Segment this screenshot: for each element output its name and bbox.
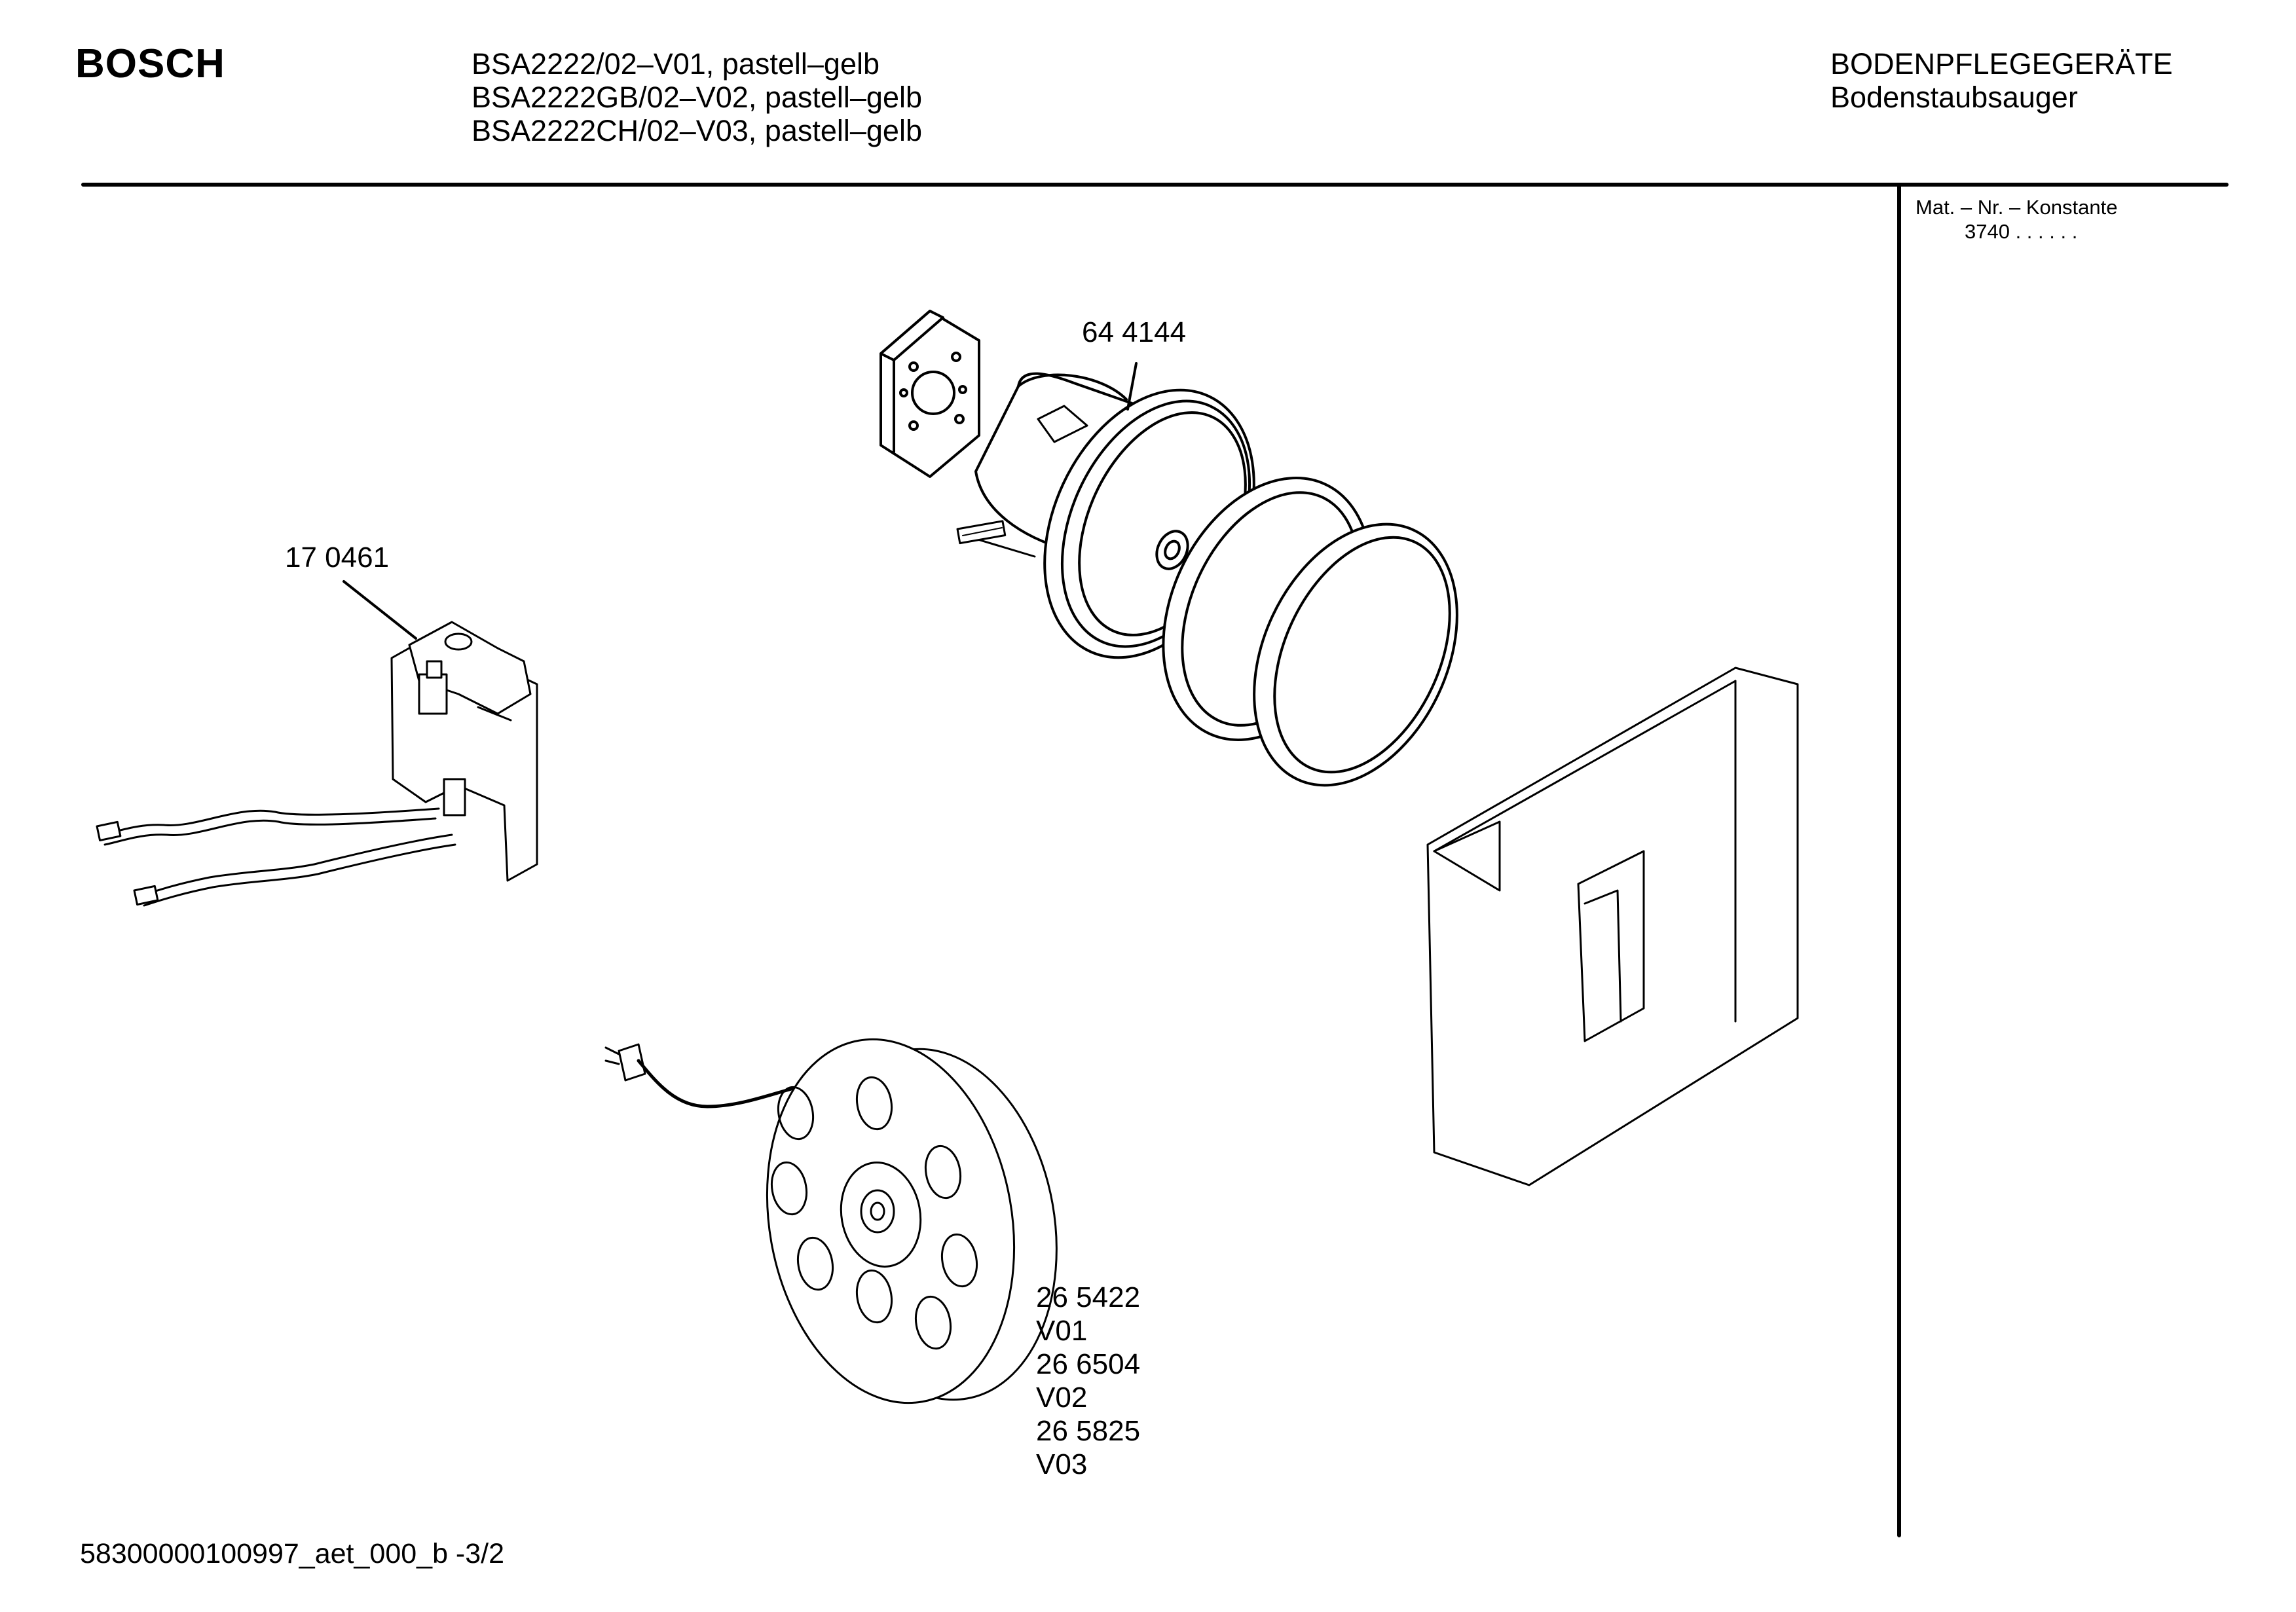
document-id: 58300000100997_aet_000_b -3/2 bbox=[80, 1538, 505, 1569]
category-block: BODENPFLEGEGERÄTE Bodenstaubsauger bbox=[1830, 47, 2173, 114]
outer-ring bbox=[1253, 522, 1458, 787]
motor-mount-plate bbox=[880, 310, 980, 478]
material-label: Mat. – Nr. – Konstante bbox=[1916, 196, 2118, 219]
brand-logo: BOSCH bbox=[75, 41, 225, 86]
subcategory-title: Bodenstaubsauger bbox=[1830, 81, 2078, 114]
motor-part-number: 64 4144 bbox=[1082, 316, 1187, 348]
model-list: BSA2222/02–V01, pastell–gelb BSA2222GB/0… bbox=[472, 47, 922, 147]
motor-leader-line bbox=[1126, 362, 1138, 411]
category-title: BODENPFLEGEGERÄTE bbox=[1830, 47, 2173, 81]
material-constant: Mat. – Nr. – Konstante 3740 . . . . . . bbox=[1916, 195, 2117, 244]
cable-reel bbox=[604, 1038, 1058, 1404]
reel-variant: V02 bbox=[1036, 1382, 1088, 1414]
reel-part-number: 26 5825 bbox=[1036, 1415, 1141, 1447]
switch-part-number: 17 0461 bbox=[285, 541, 390, 574]
foam-filter bbox=[1426, 667, 1799, 1186]
reel-part-number: 26 6504 bbox=[1036, 1348, 1141, 1380]
model-line: BSA2222CH/02–V03, pastell–gelb bbox=[472, 114, 922, 147]
model-line: BSA2222/02–V01, pastell–gelb bbox=[472, 47, 880, 81]
switch-leader-line bbox=[343, 580, 417, 640]
reel-variant: V03 bbox=[1036, 1448, 1088, 1480]
switch-assembly bbox=[96, 621, 538, 907]
reel-part-numbers: 26 5422 V01 26 6504 V02 26 5825 V03 bbox=[1036, 1281, 1140, 1481]
material-value: 3740 . . . . . . bbox=[1965, 220, 2078, 243]
reel-part-number: 26 5422 bbox=[1036, 1281, 1141, 1313]
model-line: BSA2222GB/02–V02, pastell–gelb bbox=[472, 81, 923, 114]
reel-variant: V01 bbox=[1036, 1315, 1088, 1347]
